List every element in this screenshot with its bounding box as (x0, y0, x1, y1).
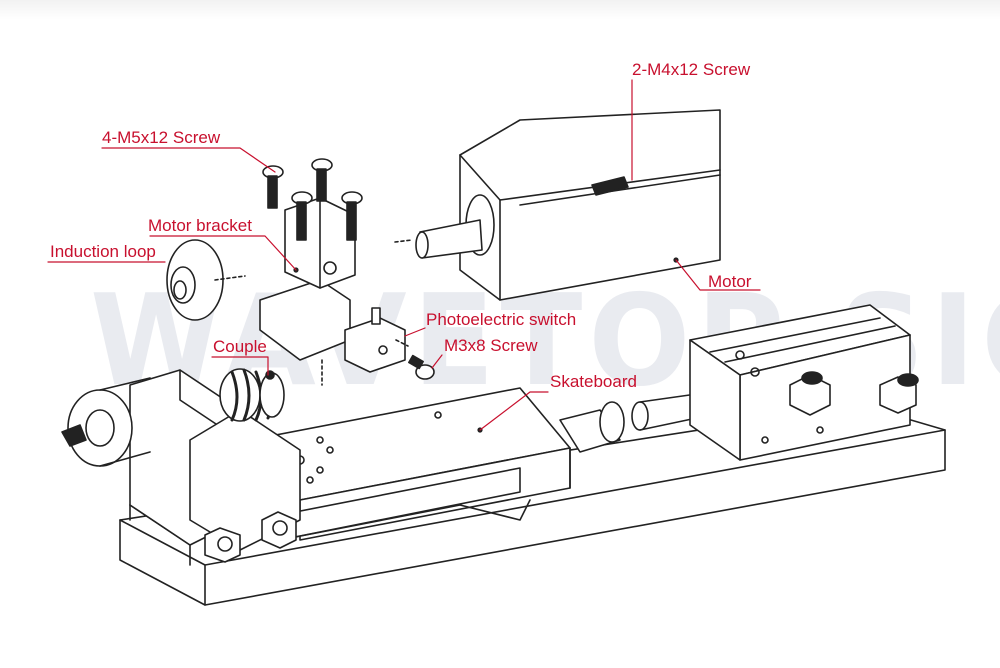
label-induction-loop: Induction loop (50, 242, 156, 261)
coupling (219, 368, 285, 422)
label-photoelectric-switch: Photoelectric switch (426, 310, 577, 329)
label-screw-4m5: 4-M5x12 Screw (102, 128, 221, 147)
label-motor: Motor (708, 272, 752, 291)
screws-4-m5 (262, 158, 363, 241)
base-screws (204, 511, 297, 563)
label-skateboard: Skateboard (550, 372, 637, 391)
leader-lines (47, 79, 761, 431)
label-motor-bracket: Motor bracket (148, 216, 252, 235)
label-screw-m3: M3x8 Screw (444, 336, 538, 355)
air-cylinder (689, 304, 919, 461)
motor-bracket (259, 197, 356, 361)
photoelectric-switch (344, 307, 406, 373)
top-fade (0, 0, 1000, 20)
label-couple: Couple (213, 337, 267, 356)
assembly-arrows (214, 239, 413, 386)
cylinder-rod (559, 389, 726, 453)
motor-body (415, 109, 721, 301)
induction-loop (166, 239, 224, 321)
label-screw-2m4: 2-M4x12 Screw (632, 60, 751, 79)
screw-m3 (408, 354, 435, 380)
